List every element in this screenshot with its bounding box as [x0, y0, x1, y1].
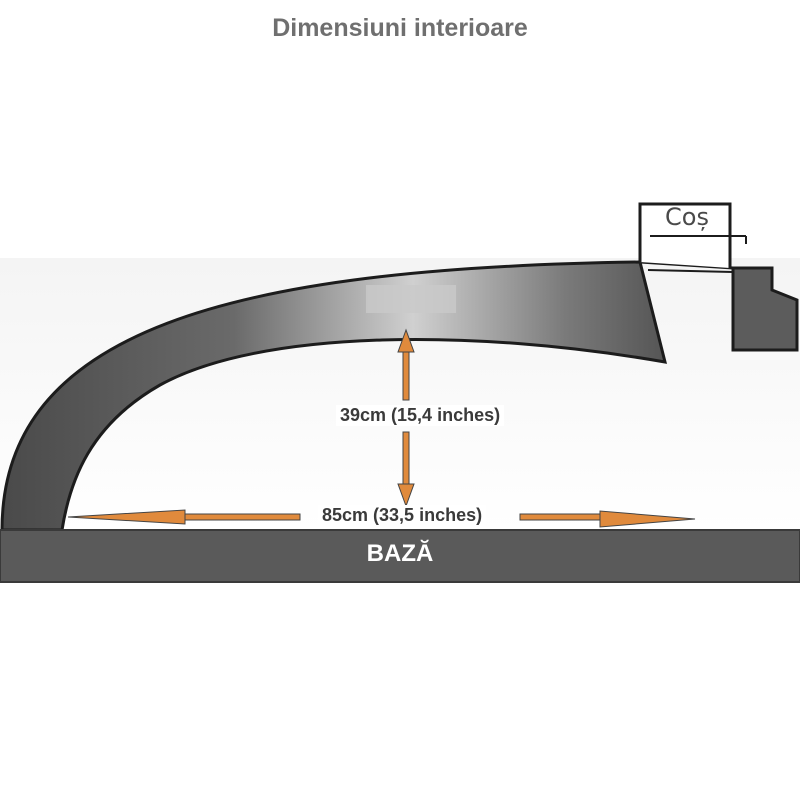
chimney-label: Coș — [665, 203, 709, 231]
height-dimension-label: 39cm (15,4 inches) — [336, 405, 505, 426]
horizontal-double-arrow-icon — [67, 509, 696, 528]
base-slab — [0, 529, 800, 583]
width-dimension-label: 85cm (33,5 inches) — [318, 505, 487, 526]
vertical-double-arrow-icon — [397, 328, 415, 508]
base-label: BAZĂ — [366, 540, 434, 567]
dome-highlight — [366, 285, 456, 313]
flue-lower-line — [647, 269, 734, 273]
oven-dome — [0, 260, 668, 532]
front-arch-block — [731, 266, 799, 352]
page-title: Dimensiuni interioare — [272, 14, 528, 42]
